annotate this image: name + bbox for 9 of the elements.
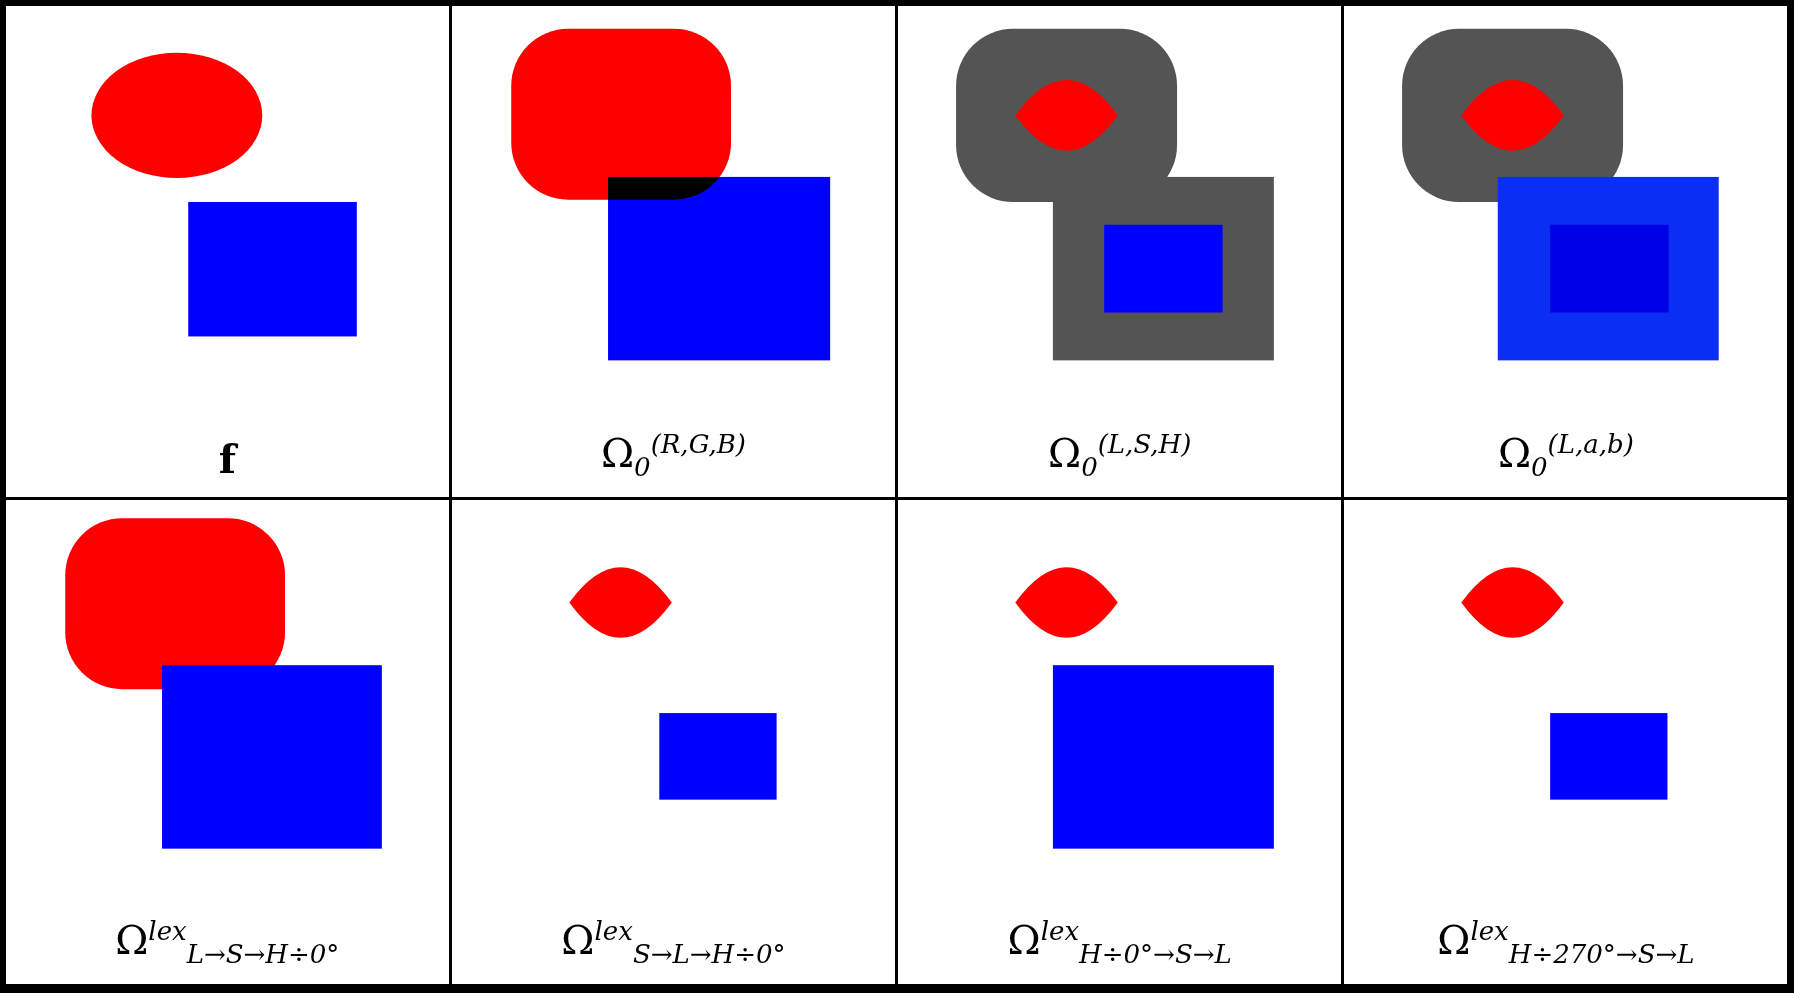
image-panel <box>451 5 895 497</box>
image-panel <box>1344 500 1788 985</box>
image-panel <box>5 5 449 497</box>
image-panel <box>1344 5 1788 497</box>
image-panel <box>5 500 449 985</box>
image-panel <box>898 500 1342 985</box>
image-panel <box>898 5 1342 497</box>
image-panel <box>451 500 895 985</box>
formula-label: f <box>217 433 239 484</box>
